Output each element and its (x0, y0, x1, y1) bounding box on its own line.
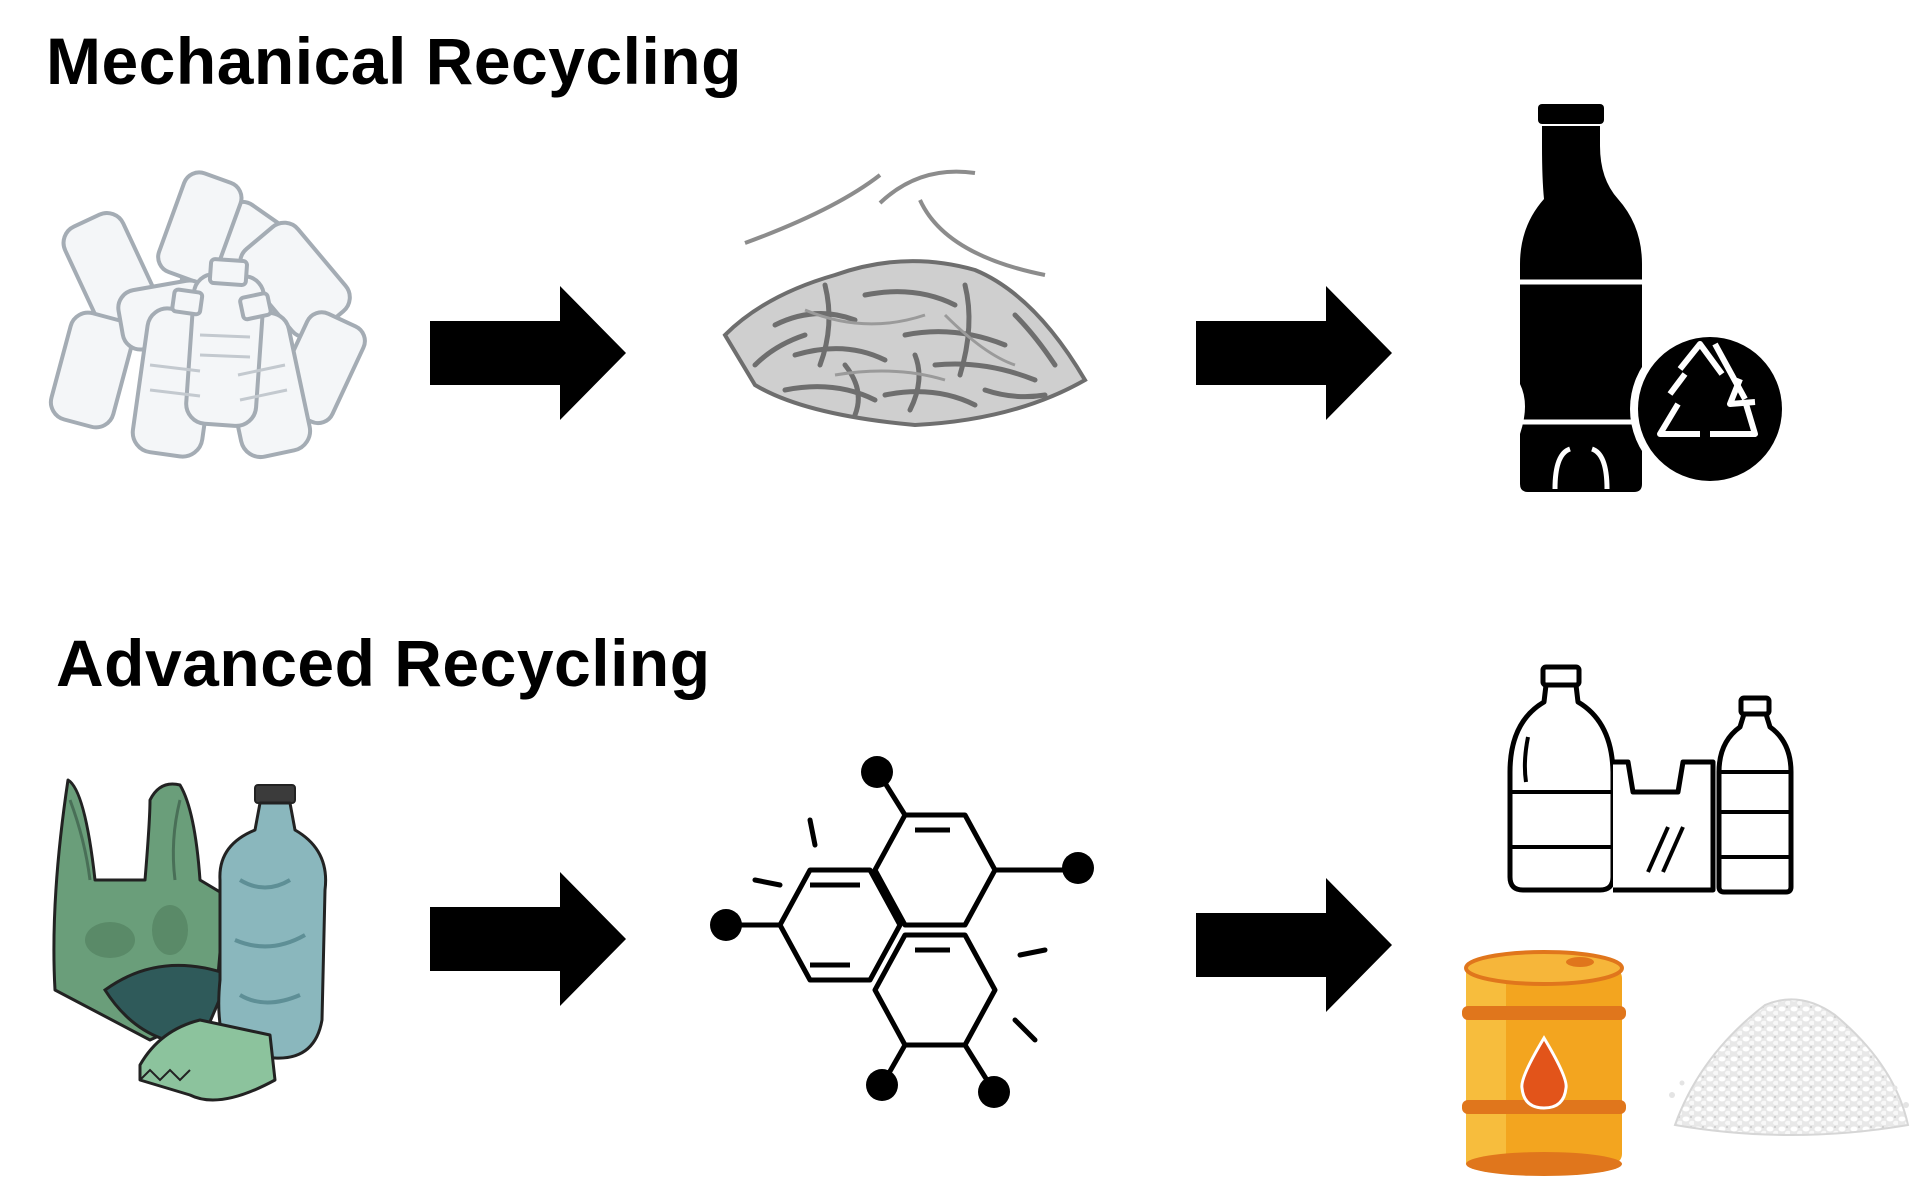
arrow-right-icon (430, 872, 626, 1006)
molecule-icon (700, 755, 1100, 1125)
arrow-right-icon (1196, 878, 1392, 1012)
arrow-right-icon (1196, 286, 1392, 420)
plastic-pellets-icon (1669, 985, 1910, 1140)
mechanical-recycling-title: Mechanical Recycling (46, 24, 742, 98)
arrow-right-icon (430, 286, 626, 420)
recycled-bottle-icon (1500, 104, 1790, 494)
plastic-waste-icon (50, 778, 330, 1110)
oil-barrel-icon (1460, 948, 1628, 1178)
plastic-bottles-pile-icon (48, 165, 370, 470)
plastic-products-icon (1507, 662, 1798, 897)
advanced-recycling-title: Advanced Recycling (56, 626, 711, 700)
shredded-plastic-icon (715, 165, 1095, 465)
